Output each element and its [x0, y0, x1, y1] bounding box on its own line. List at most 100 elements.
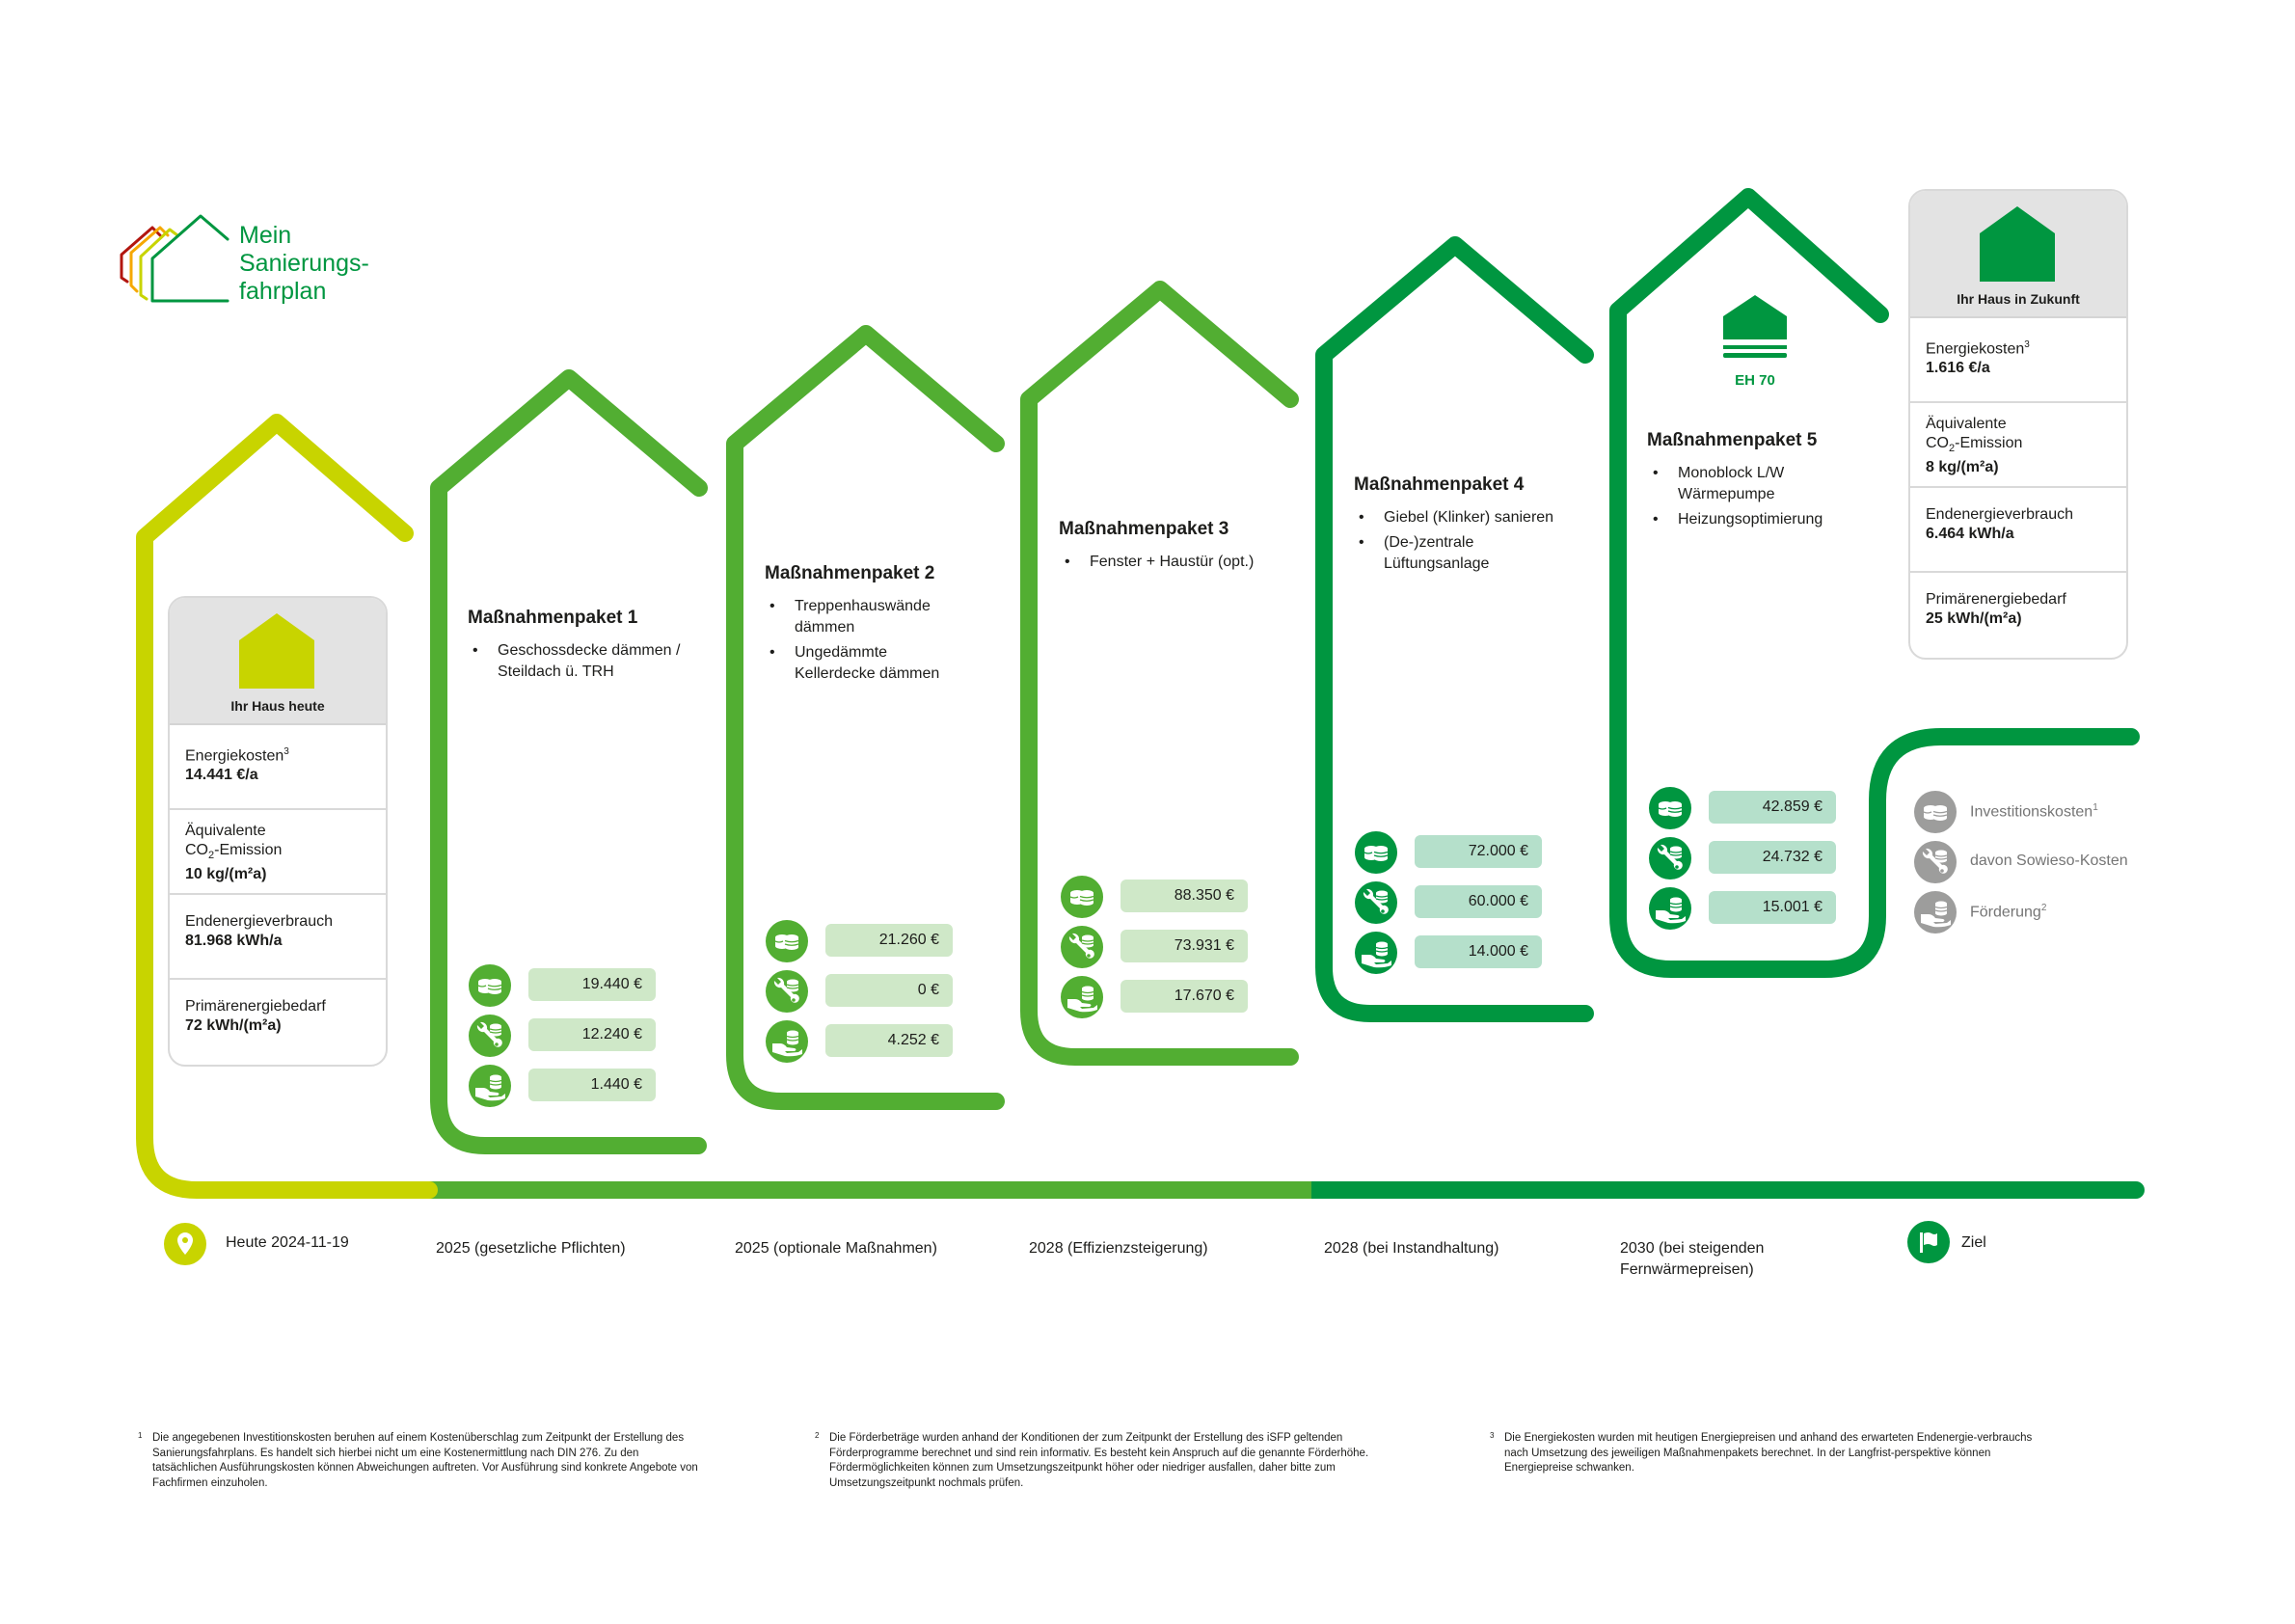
- energy-costs-value: 1.616 €/a: [1926, 360, 1990, 377]
- final-energy-row: Endenergieverbrauch 81.968 kWh/a: [170, 895, 386, 980]
- wrench-coins-icon: [1649, 837, 1691, 880]
- logo-line-1: Mein: [239, 222, 292, 249]
- final-energy-label: Endenergieverbrauch: [185, 913, 333, 930]
- legend-label: Förderung: [1970, 904, 2041, 921]
- primary-energy-value: 25 kWh/(m²a): [1926, 610, 2022, 627]
- timeline-label-line-1: 2030 (bei steigenden: [1620, 1240, 1765, 1257]
- co2-value: 10 kg/(m²a): [185, 866, 267, 883]
- primary-energy-label: Primärenergiebedarf: [185, 998, 326, 1015]
- wrench-coins-icon: [1355, 881, 1397, 924]
- hand-coins-icon: [1355, 932, 1397, 974]
- footnote-ref: 1: [2092, 802, 2098, 813]
- co2-label-pre: CO: [1926, 435, 1949, 451]
- package-4-title: Maßnahmenpaket 4: [1354, 474, 1525, 495]
- measure-item: Monoblock L/W Wärmepumpe: [1647, 463, 1830, 505]
- package-3-measures: Fenster + Haustür (opt.): [1059, 552, 1281, 577]
- timeline-label-package-4: 2028 (bei Instandhaltung): [1324, 1240, 1499, 1257]
- footnote-1: 1 Die angegebenen Investitionskosten ber…: [138, 1431, 702, 1491]
- footnote-text: Die Energiekosten wurden mit heutigen En…: [1504, 1432, 2033, 1474]
- co2-row: Äquivalente CO2-Emission 10 kg/(m²a): [170, 810, 386, 895]
- wrench-coins-icon: [1914, 841, 1957, 883]
- location-pin-icon: [164, 1223, 206, 1265]
- future-card-title: Ihr Haus in Zukunft: [1957, 291, 2080, 307]
- funding-value: 4.252 €: [825, 1024, 953, 1057]
- energy-costs-label: Energiekosten: [1926, 340, 2025, 358]
- footnote-text: Die angegebenen Investitionskosten beruh…: [152, 1432, 698, 1489]
- coins-icon: [469, 964, 511, 1007]
- coins-icon: [766, 920, 808, 962]
- measure-item: Ungedämmte Kellerdecke dämmen: [764, 642, 957, 685]
- primary-energy-row: Primärenergiebedarf 72 kWh/(m²a): [170, 980, 386, 1065]
- co2-label-post: -Emission: [1955, 435, 2023, 451]
- final-energy-value: 81.968 kWh/a: [185, 933, 283, 949]
- future-house-card: Ihr Haus in Zukunft Energiekosten3 1.616…: [1908, 189, 2128, 660]
- efficiency-class-badge: EH 70: [1735, 372, 1775, 389]
- timeline-label-goal: Ziel: [1961, 1234, 1986, 1251]
- timeline-label-package-2: 2025 (optionale Maßnahmen): [735, 1240, 937, 1257]
- house-outline-today: [136, 414, 438, 1199]
- today-house-card: Ihr Haus heute Energiekosten3 14.441 €/a…: [168, 596, 388, 1067]
- wrench-coins-icon: [766, 970, 808, 1013]
- logo-line-2: Sanierungs-: [239, 250, 369, 277]
- house-outline-package-1: [430, 369, 708, 1154]
- footnote-number: 3: [1490, 1431, 1495, 1440]
- wrench-coins-icon: [469, 1015, 511, 1057]
- legend-label: Investitionskosten: [1970, 803, 2093, 821]
- footnote-ref: 3: [284, 746, 289, 757]
- funding-value: 14.000 €: [1415, 935, 1542, 968]
- flag-icon: [1907, 1221, 1950, 1263]
- future-card-header: Ihr Haus in Zukunft: [1910, 191, 2126, 318]
- investment-value: 72.000 €: [1415, 835, 1542, 868]
- package-5-measures: Monoblock L/W Wärmepumpe Heizungsoptimie…: [1647, 463, 1830, 534]
- primary-energy-label: Primärenergiebedarf: [1926, 591, 2066, 608]
- final-energy-row: Endenergieverbrauch 6.464 kWh/a: [1910, 488, 2126, 573]
- energy-costs-row: Energiekosten3 1.616 €/a: [1910, 318, 2126, 403]
- timeline-label-line-2: Fernwärmepreisen): [1620, 1261, 1754, 1278]
- wrench-coins-icon: [1061, 926, 1103, 968]
- timeline-label-package-1: 2025 (gesetzliche Pflichten): [436, 1240, 626, 1257]
- funding-value: 1.440 €: [528, 1069, 656, 1101]
- package-3-title: Maßnahmenpaket 3: [1059, 519, 1229, 539]
- energy-costs-value: 14.441 €/a: [185, 767, 258, 784]
- package-1-measures: Geschossdecke dämmen / Steildach ü. TRH: [467, 640, 708, 687]
- hand-coins-icon: [469, 1065, 511, 1107]
- legend-label: davon Sowieso-Kosten: [1970, 853, 2128, 869]
- efficiency-house-icon: [1723, 295, 1787, 358]
- hand-coins-icon: [1649, 887, 1691, 930]
- house-outline-package-5: [1609, 188, 2140, 978]
- sowieso-value: 0 €: [825, 974, 953, 1007]
- logo-title: Mein Sanierungs- fahrplan: [239, 222, 369, 306]
- package-2-measures: Treppenhauswände dämmen Ungedämmte Kelle…: [764, 596, 957, 689]
- measure-item: Fenster + Haustür (opt.): [1059, 552, 1281, 573]
- coins-icon: [1649, 787, 1691, 829]
- hand-coins-icon: [1061, 976, 1103, 1018]
- package-5-title: Maßnahmenpaket 5: [1647, 430, 1818, 450]
- coins-icon: [1061, 876, 1103, 918]
- measure-item: Treppenhauswände dämmen: [764, 596, 957, 638]
- energy-costs-row: Energiekosten3 14.441 €/a: [170, 725, 386, 810]
- funding-value: 17.670 €: [1120, 980, 1248, 1013]
- today-card-header: Ihr Haus heute: [170, 598, 386, 725]
- sowieso-value: 24.732 €: [1709, 841, 1836, 874]
- final-energy-label: Endenergieverbrauch: [1926, 506, 2073, 523]
- footnote-2: 2 Die Förderbeträge wurden anhand der Ko…: [815, 1431, 1379, 1491]
- footnote-number: 2: [815, 1431, 820, 1440]
- co2-label-post: -Emission: [214, 842, 283, 858]
- co2-label-pre: CO: [185, 842, 208, 858]
- measure-item: Heizungsoptimierung: [1647, 509, 1830, 530]
- coins-icon: [1355, 831, 1397, 874]
- funding-value: 15.001 €: [1709, 891, 1836, 924]
- timeline-label-today: Heute 2024-11-19: [226, 1234, 349, 1251]
- sowieso-value: 60.000 €: [1415, 885, 1542, 918]
- timeline-label-package-3: 2028 (Effizienzsteigerung): [1029, 1240, 1208, 1257]
- co2-label: Äquivalente: [185, 823, 266, 839]
- sowieso-value: 73.931 €: [1120, 930, 1248, 962]
- logo-icon: [120, 214, 230, 303]
- co2-row: Äquivalente CO2-Emission 8 kg/(m²a): [1910, 403, 2126, 488]
- house-outline-package-2: [726, 325, 1005, 1110]
- house-outline-package-3: [1020, 281, 1299, 1066]
- footnote-ref: 2: [2040, 903, 2047, 913]
- coins-icon: [1914, 791, 1957, 833]
- house-outline-package-4: [1315, 236, 1594, 1022]
